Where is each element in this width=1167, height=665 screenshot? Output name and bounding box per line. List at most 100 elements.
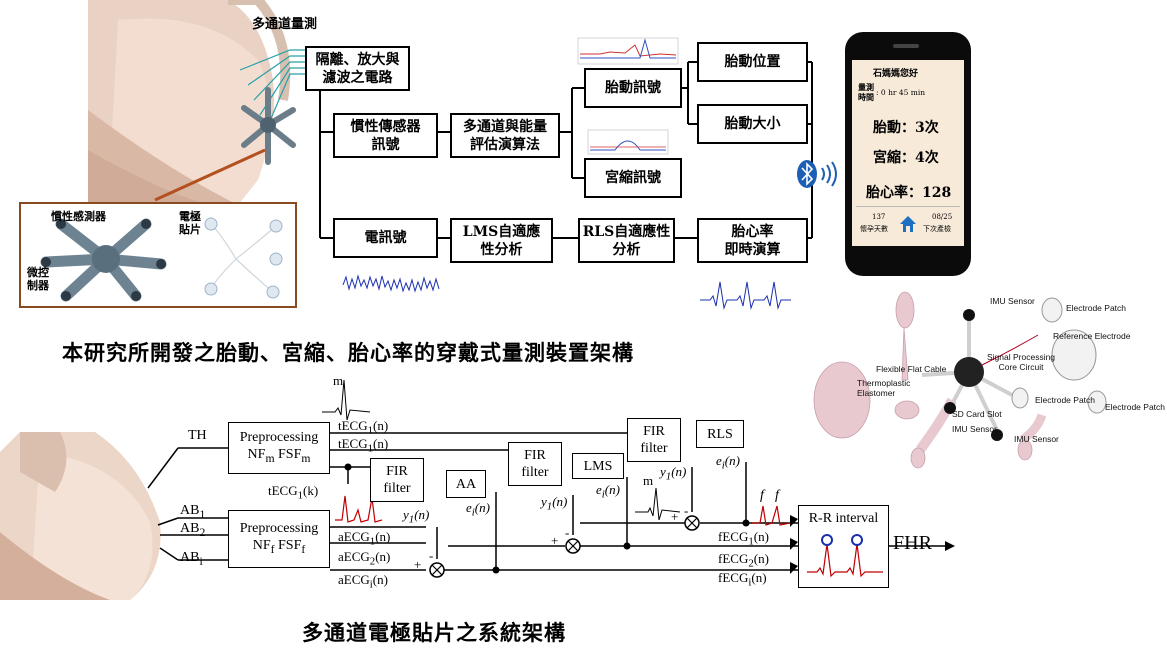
rr-waveform [807, 534, 883, 578]
inset-panel: 慣性感測器 微控 制器 電極 貼片 [19, 202, 297, 308]
inertial-sensor-box: 慣性傳感器 訊號 [333, 113, 438, 158]
bottom-caption: 多通道電極貼片之系統架構 [302, 620, 566, 645]
electrode-patch-3-label: Electrode Patch [1105, 402, 1166, 412]
plus-sign-1: + [414, 557, 422, 572]
maternal-ecg-waveform [322, 379, 371, 421]
f-label-2: f [775, 488, 779, 503]
maternal-ecg-waveform-2 [635, 487, 681, 521]
phone-speaker [893, 44, 919, 48]
y1-label-1: y1(n) [403, 507, 430, 526]
contraction-mini-chart [587, 129, 669, 155]
fhr-realtime-box: 胎心率 即時演算 [697, 218, 808, 263]
fir-filter-1: FIR filter [370, 458, 424, 502]
rr-interval-box: R-R interval [798, 505, 889, 588]
contraction-signal-box: 宮縮訊號 [584, 158, 682, 198]
phone-contraction: 宮縮：4次 [873, 150, 939, 166]
e1-label-3: ei(n) [716, 453, 740, 472]
tecg1-label-b: tECG1(n) [338, 436, 389, 455]
tecg1-label-k: tECG1(k) [268, 483, 319, 502]
fir-filter-2: FIR filter [508, 442, 562, 486]
phone-fetal-move: 胎動：3次 [873, 120, 939, 136]
rls-box: RLS [696, 420, 744, 448]
pregnant-photo-bottom [0, 432, 180, 600]
plus-sign-2: + [551, 533, 559, 548]
fetal-ecg-waveform [752, 505, 791, 526]
phone-heart-rate: 胎心率：128 [866, 185, 952, 201]
phone-next-label: 下次產檢 [923, 225, 951, 233]
bottom-wiring [147, 379, 955, 578]
multichannel-algo-box: 多通道與能量 評估演算法 [450, 113, 560, 158]
noisy-signal [342, 274, 440, 293]
fir-filter-3: FIR filter [627, 418, 681, 462]
fecg1-label: fECG1(n) [718, 529, 769, 548]
sensor-wires [239, 49, 305, 131]
ab2-label: AB2 [180, 521, 206, 539]
electrode-patch-2-label: Electrode Patch [1035, 395, 1096, 405]
reference-electrode-label: Reference Electrode [1053, 331, 1131, 341]
th-label: TH [188, 428, 207, 443]
top-caption: 本研究所開發之胎動、宮縮、胎心率的穿戴式量測裝置架構 [62, 340, 634, 365]
lms-adaptive-box: LMS自適應 性分析 [450, 218, 553, 263]
abdominal-ecg-waveform [335, 495, 383, 523]
imu-right-label: IMU Sensor [1014, 434, 1059, 444]
minus-sign-1: - [429, 548, 434, 563]
fecgi-label: fECGi(n) [718, 570, 767, 589]
fhr-output-label: FHR [893, 532, 932, 554]
callout-line [154, 148, 266, 202]
inset-imu-label: 慣性感測器 [51, 210, 106, 223]
phone-next-value: 08/25 [932, 213, 953, 221]
y1-label-2: y1(n) [541, 494, 568, 513]
thermoplastic-label: Thermoplastic Elastomer [857, 378, 911, 398]
fetal-size-box: 胎動大小 [697, 104, 808, 144]
phone-screen [852, 60, 964, 246]
plus-sign-3: + [671, 509, 679, 524]
f-label-1: f [760, 488, 764, 503]
y1-label-3: y1(n) [660, 464, 687, 483]
ab1-label: AB1 [180, 503, 206, 521]
fetal-ecg-signal [700, 281, 791, 310]
phone-time-value: : 0 hr 45 min [876, 88, 926, 97]
phone-days-value: 137 [872, 213, 886, 221]
sd-card-label: SD Card Slot [952, 409, 1002, 419]
inset-electrode-label: 電極 貼片 [179, 210, 201, 236]
electrode-patch-1-label: Electrode Patch [1066, 303, 1127, 313]
phone-days-label: 懷孕天數 [860, 225, 888, 233]
bluetooth-icon [797, 160, 837, 188]
aecgi-label: aECGi(n) [338, 572, 388, 591]
sensor-star-icon [241, 87, 296, 165]
phone-user: 石媽媽您好 [873, 69, 919, 79]
inset-mcu-label: 微控 制器 [27, 266, 49, 292]
m-label-top: m [333, 373, 344, 388]
aa-box: AA [446, 470, 486, 498]
e1-label-1: ei(n) [466, 500, 490, 519]
lms-box: LMS [572, 453, 624, 479]
imu-top-label: IMU Sensor [990, 296, 1035, 306]
fetal-move-mini-chart [577, 37, 679, 65]
fetal-move-signal-box: 胎動訊號 [584, 68, 682, 108]
m-label-mid: m [643, 473, 654, 488]
pregnant-photo-top [88, 0, 328, 206]
imu-left-label: IMU Sensor [952, 424, 997, 434]
aecg1-label: aECG1(n) [338, 529, 391, 548]
rls-adaptive-box: RLS自適應性 分析 [578, 218, 675, 263]
home-icon[interactable] [898, 214, 918, 234]
minus-sign-3: - [684, 503, 689, 518]
fecg2-label: fECG2(n) [718, 551, 769, 570]
fetal-position-box: 胎動位置 [697, 42, 808, 82]
phone-divider [856, 206, 960, 207]
electric-signal-box: 電訊號 [333, 218, 438, 258]
aecg2-label: aECG2(n) [338, 549, 391, 568]
tecg1-label-a: tECG1(n) [338, 418, 389, 437]
flexible-cable-label: Flexible Flat Cable [876, 364, 947, 374]
isolation-amp-filter-box: 隔離、放大與 濾波之電路 [305, 46, 410, 91]
top-connectors [319, 37, 813, 310]
exploded-device-view [813, 291, 1107, 469]
signal-processing-label: Signal Processing Core Circuit [987, 352, 1056, 372]
phone-time-label: 量測 時間 [858, 82, 874, 102]
multichannel-label: 多通道量測 [252, 17, 318, 32]
minus-sign-2: - [565, 525, 570, 540]
abi-label: ABi [180, 550, 203, 568]
e1-label-2: ei(n) [596, 482, 620, 501]
